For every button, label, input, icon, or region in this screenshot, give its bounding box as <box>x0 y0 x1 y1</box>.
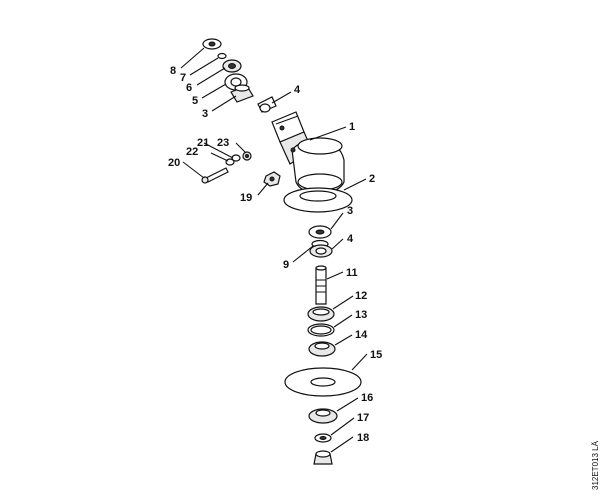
part-4-shaft-stub <box>257 96 277 113</box>
part-20-screw <box>201 167 229 184</box>
part-12-bearing <box>307 306 335 322</box>
part-2-dish <box>283 187 353 213</box>
part-17-washer <box>314 433 332 443</box>
part-3-bushing <box>308 225 332 239</box>
part-21-washer <box>231 154 241 162</box>
part-6-nut <box>222 59 242 73</box>
drawing-code: 312ET013 LÄ <box>591 440 600 490</box>
part-13-circlip <box>307 323 335 337</box>
callout-20: 20 <box>168 157 180 169</box>
part-8-washer <box>202 38 222 50</box>
callout-15: 15 <box>370 349 382 361</box>
callout-5: 5 <box>192 95 198 107</box>
part-3-sleeve-top <box>230 84 254 103</box>
part-19-nut <box>263 171 281 187</box>
callout-14: 14 <box>355 329 368 341</box>
part-14-thrust-plate <box>308 341 336 357</box>
callout-1: 1 <box>349 121 355 133</box>
callout-12: 12 <box>355 290 367 302</box>
callout-23: 23 <box>217 137 229 149</box>
part-16-thrust-washer <box>308 408 338 424</box>
part-4-bearing <box>309 244 333 258</box>
leader-lines <box>180 47 368 453</box>
part-11-shaft <box>315 265 327 305</box>
part-15-blade-disc <box>284 367 362 397</box>
part-18-nut <box>313 450 333 465</box>
callout-19: 19 <box>240 192 252 204</box>
callout-9: 9 <box>283 259 289 271</box>
callout-21: 21 <box>197 137 209 149</box>
callout-13: 13 <box>355 309 367 321</box>
callout-11: 11 <box>346 267 358 279</box>
part-7-ring <box>217 52 227 60</box>
callout-4-top: 4 <box>294 84 301 96</box>
callout-labels: 8 7 6 5 3 4 1 2 3 4 9 11 12 13 14 15 16 … <box>168 65 382 444</box>
callout-4-lower: 4 <box>347 233 354 245</box>
callout-16: 16 <box>361 392 373 404</box>
callout-22: 22 <box>186 146 198 158</box>
part-23-screw <box>242 151 252 161</box>
callout-6: 6 <box>186 82 192 94</box>
callout-8: 8 <box>170 65 176 77</box>
part-1-gear-head <box>271 111 345 195</box>
callout-7: 7 <box>180 72 186 84</box>
callout-2: 2 <box>369 173 375 185</box>
callout-3-lower: 3 <box>347 205 353 217</box>
callout-18: 18 <box>357 432 369 444</box>
callout-17: 17 <box>357 412 369 424</box>
callout-3-top: 3 <box>202 108 208 120</box>
